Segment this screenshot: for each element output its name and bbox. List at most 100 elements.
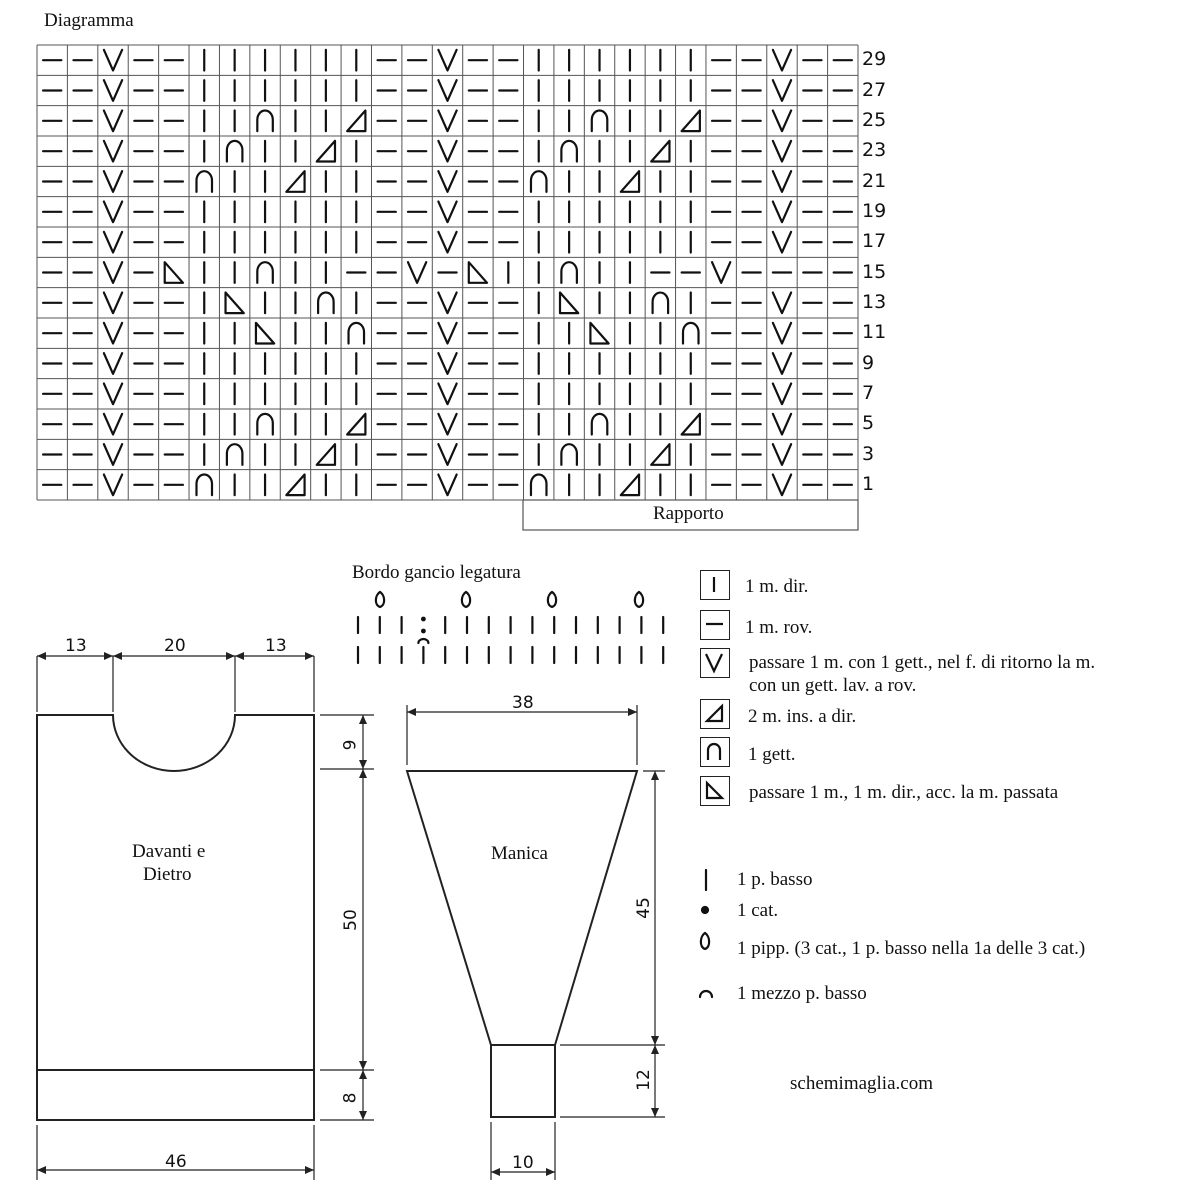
yarn-over-symbol [560, 139, 578, 163]
dimension-arrows [37, 652, 659, 1176]
slip-symbol [437, 412, 458, 436]
dim-body-height: 50 [340, 909, 361, 931]
skpo-symbol [254, 321, 276, 345]
legend-purl-text: 1 m. rov. [745, 617, 813, 638]
arrow-head [359, 1070, 367, 1079]
slip-symbol [102, 261, 124, 284]
slip-symbol [437, 382, 458, 406]
arrow-head [407, 708, 416, 716]
arrow-head [226, 652, 235, 660]
legend-knit-text: 1 m. dir. [745, 576, 809, 597]
yarn-over-symbol [195, 170, 214, 193]
row-number: 19 [862, 199, 887, 222]
front-back-label-2: Dietro [143, 864, 192, 885]
slip-symbol [102, 291, 124, 315]
dim-sleeve-length: 45 [633, 897, 654, 919]
arrow-head [359, 760, 367, 769]
slip-symbol [771, 321, 793, 345]
yarn-over-symbol [225, 139, 244, 163]
arrow-head [37, 652, 46, 660]
skpo-icon [705, 780, 725, 800]
cuff-outline [490, 1044, 556, 1118]
front-back-schematic [36, 655, 374, 1180]
legend-slip-line2: con un gett. lav. a rov. [749, 675, 917, 696]
legend-crochet-icons [698, 868, 714, 999]
dim-rib-height: 8 [340, 1092, 361, 1104]
repeat-label: Rapporto [653, 503, 724, 524]
yarn-over-symbol [529, 170, 548, 193]
yarn-over-symbol [560, 261, 578, 284]
arrow-head [491, 1168, 500, 1176]
slip-symbol [771, 382, 793, 406]
legend-slip-box [700, 648, 730, 678]
dim-sleeve-top: 38 [512, 693, 534, 713]
slip-symbol [437, 109, 458, 133]
watermark: schemimaglia.com [790, 1073, 933, 1094]
front-back-outline [36, 714, 315, 1121]
slip-symbol [437, 230, 458, 254]
sleeve-schematic [405, 705, 665, 1180]
arrow-head [359, 1111, 367, 1120]
slip-symbol [437, 321, 458, 345]
border-picot [460, 590, 472, 609]
k2tog-symbol [619, 473, 641, 497]
arrow-head [305, 652, 314, 660]
slip-symbol [102, 48, 124, 72]
k2tog-symbol [346, 412, 367, 436]
diagram-title: Diagramma [44, 10, 134, 31]
repeat-box [522, 499, 859, 531]
legend-hdc-text: 1 mezzo p. basso [737, 983, 867, 1004]
skpo-symbol [224, 291, 245, 315]
dim-cuff-width: 10 [512, 1153, 534, 1173]
front-back-label-1: Davanti e [132, 841, 206, 862]
slip-symbol [710, 261, 732, 284]
skpo-symbol [467, 261, 489, 284]
slip-symbol [437, 200, 458, 224]
row-number: 23 [862, 139, 887, 162]
slip-symbol [102, 109, 124, 133]
purl-icon [706, 622, 723, 626]
yarn-over-symbol [529, 473, 548, 497]
yarn-over-symbol [256, 109, 274, 133]
border-hdc [417, 637, 430, 645]
arrow-head [628, 708, 637, 716]
row-number: 25 [862, 108, 887, 131]
half-double-crochet-icon [698, 989, 714, 999]
yarn-over-symbol [225, 443, 244, 466]
legend-knit-box [700, 570, 730, 600]
slip-symbol [102, 321, 124, 345]
k2tog-icon [704, 703, 724, 723]
legend-ch-text: 1 cat. [737, 900, 779, 921]
legend-slip-line1: passare 1 m. con 1 gett., nel f. di rito… [749, 652, 1096, 673]
border-title: Bordo gancio legatura [352, 562, 521, 583]
legend-k2tog-text: 2 m. ins. a dir. [748, 706, 857, 727]
sleeve-label: Manica [491, 843, 548, 864]
row-number: 29 [862, 48, 887, 71]
legend-slip-text: passare 1 m. con 1 gett., nel f. di rito… [749, 651, 1095, 697]
sleeve-outline [405, 770, 639, 1046]
k2tog-symbol [650, 139, 671, 163]
slip-symbol [771, 473, 793, 497]
yarn-over-symbol [560, 443, 578, 466]
slip-symbol [437, 79, 458, 102]
dim-neck-width: 20 [164, 636, 186, 656]
yarn-over-symbol [347, 321, 366, 345]
slip-symbol [437, 352, 458, 375]
chain-icon [700, 905, 710, 915]
yarn-over-symbol [317, 291, 335, 315]
slip-stitch-icon [705, 653, 723, 674]
slip-symbol [771, 291, 793, 315]
arrow-head [359, 1061, 367, 1070]
legend-purl-box [700, 610, 730, 640]
slip-symbol [102, 443, 124, 466]
yarn-over-symbol [195, 473, 214, 497]
slip-symbol [102, 170, 124, 193]
arrow-head [359, 769, 367, 778]
border-chain [421, 628, 426, 634]
chart-symbols [41, 48, 854, 497]
skpo-symbol [163, 261, 185, 284]
k2tog-symbol [285, 473, 306, 497]
arrow-head [104, 652, 113, 660]
skpo-symbol [558, 291, 580, 315]
yarn-over-symbol [590, 109, 609, 133]
